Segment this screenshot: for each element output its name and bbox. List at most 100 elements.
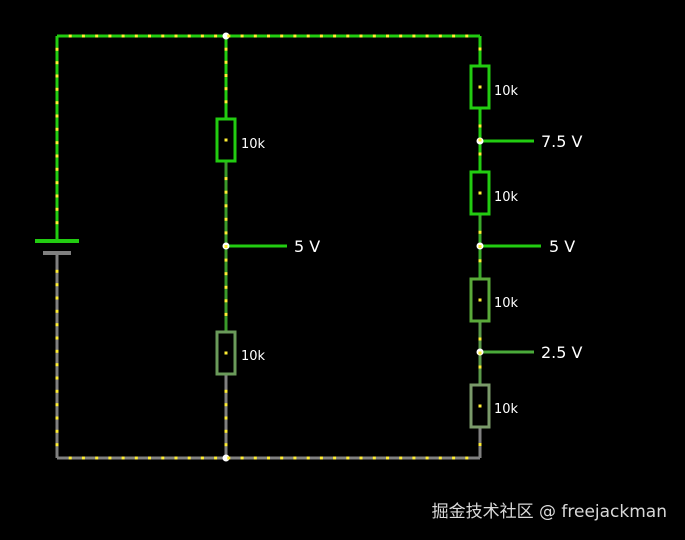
- current-dot: [224, 217, 228, 221]
- current-dot: [412, 34, 416, 38]
- current-dot: [55, 363, 59, 367]
- current-dot: [55, 349, 59, 353]
- current-dot: [108, 34, 112, 38]
- current-dot: [293, 456, 297, 460]
- current-dot: [478, 298, 482, 302]
- current-dot: [224, 245, 228, 248]
- current-dot: [214, 456, 218, 460]
- current-dot: [161, 456, 165, 460]
- current-dot: [55, 323, 59, 327]
- current-dot: [465, 34, 469, 38]
- current-dot: [224, 74, 228, 77]
- current-dot: [478, 259, 482, 263]
- current-dot: [438, 34, 442, 38]
- current-dot: [224, 138, 228, 142]
- current-dot: [224, 285, 228, 289]
- current-dot: [95, 456, 99, 460]
- current-dot: [224, 204, 228, 208]
- current-dot: [55, 309, 59, 313]
- current-dot: [55, 127, 59, 131]
- current-dot: [319, 456, 323, 460]
- current-dot: [438, 456, 442, 460]
- current-dot: [121, 34, 125, 38]
- current-dot: [452, 456, 456, 460]
- watermark: 掘金技术社区 @ freejackman: [431, 502, 667, 522]
- left-resistor-bottom-label: 10k: [241, 349, 266, 364]
- right-resistor-1-label: 10k: [494, 84, 519, 99]
- current-dot: [227, 456, 231, 460]
- current-dot: [174, 34, 178, 38]
- current-dot: [68, 34, 72, 38]
- current-dot: [55, 336, 59, 340]
- current-dot: [55, 403, 59, 407]
- current-dot: [55, 141, 59, 145]
- current-dot: [224, 403, 228, 407]
- current-dot: [200, 456, 204, 460]
- current-dot: [55, 47, 59, 51]
- current-dot: [333, 456, 337, 460]
- current-dot: [452, 34, 456, 38]
- current-dot: [386, 34, 389, 38]
- current-dot: [121, 456, 125, 460]
- battery: [35, 36, 79, 458]
- left-resistor-top-label: 10k: [241, 137, 266, 152]
- left-resistor-bottom[interactable]: [215, 330, 237, 376]
- current-dot: [224, 443, 228, 447]
- current-dot: [478, 230, 482, 234]
- current-dot: [478, 443, 482, 446]
- current-dot: [280, 34, 284, 38]
- right-resistor-2-label: 10k: [494, 190, 519, 205]
- current-dot: [425, 456, 429, 460]
- right-resistor-3[interactable]: [469, 277, 491, 323]
- right-resistor-2[interactable]: [469, 170, 491, 216]
- current-dot: [478, 47, 482, 51]
- current-dot: [333, 34, 337, 38]
- current-dot: [187, 34, 191, 38]
- current-dot: [478, 191, 482, 195]
- current-dot: [478, 124, 482, 128]
- left-branch: 10k 10k 5 V: [215, 36, 320, 458]
- current-dot: [95, 34, 99, 38]
- current-dot: [319, 34, 323, 38]
- current-dot: [399, 456, 403, 460]
- current-dot: [224, 231, 228, 235]
- current-dot: [386, 456, 389, 460]
- current-dot: [224, 429, 228, 433]
- right-probe-1-label: 7.5 V: [541, 132, 583, 151]
- current-dot: [134, 456, 138, 460]
- left-probe-label: 5 V: [294, 237, 320, 256]
- current-dot: [55, 416, 59, 420]
- current-dot: [478, 404, 482, 408]
- current-dot: [68, 456, 72, 460]
- current-dot: [240, 34, 244, 38]
- right-resistor-4-label: 10k: [494, 402, 519, 417]
- current-dot: [346, 456, 350, 460]
- current-dot: [224, 100, 228, 104]
- current-dot: [55, 114, 59, 118]
- current-dot: [55, 296, 59, 300]
- current-dot: [465, 456, 469, 460]
- right-resistor-1[interactable]: [469, 64, 491, 110]
- right-resistor-3-label: 10k: [494, 296, 519, 311]
- current-dot: [280, 456, 284, 460]
- left-resistor-top[interactable]: [215, 117, 237, 163]
- current-dot: [81, 456, 85, 460]
- current-dot: [108, 456, 112, 460]
- current-dot: [55, 443, 59, 447]
- current-dot: [253, 456, 257, 460]
- current-dot: [224, 351, 228, 355]
- current-dot: [55, 269, 59, 273]
- current-dot: [55, 221, 59, 225]
- current-dot: [478, 245, 482, 248]
- current-dot: [224, 389, 228, 393]
- current-dot: [55, 376, 59, 380]
- current-dot: [412, 456, 416, 460]
- current-dot: [55, 167, 59, 171]
- current-dot: [224, 177, 228, 181]
- current-dot: [55, 389, 59, 393]
- right-resistor-4[interactable]: [469, 383, 491, 429]
- current-dot: [55, 87, 59, 91]
- current-dot: [253, 34, 257, 38]
- current-dot: [187, 456, 191, 460]
